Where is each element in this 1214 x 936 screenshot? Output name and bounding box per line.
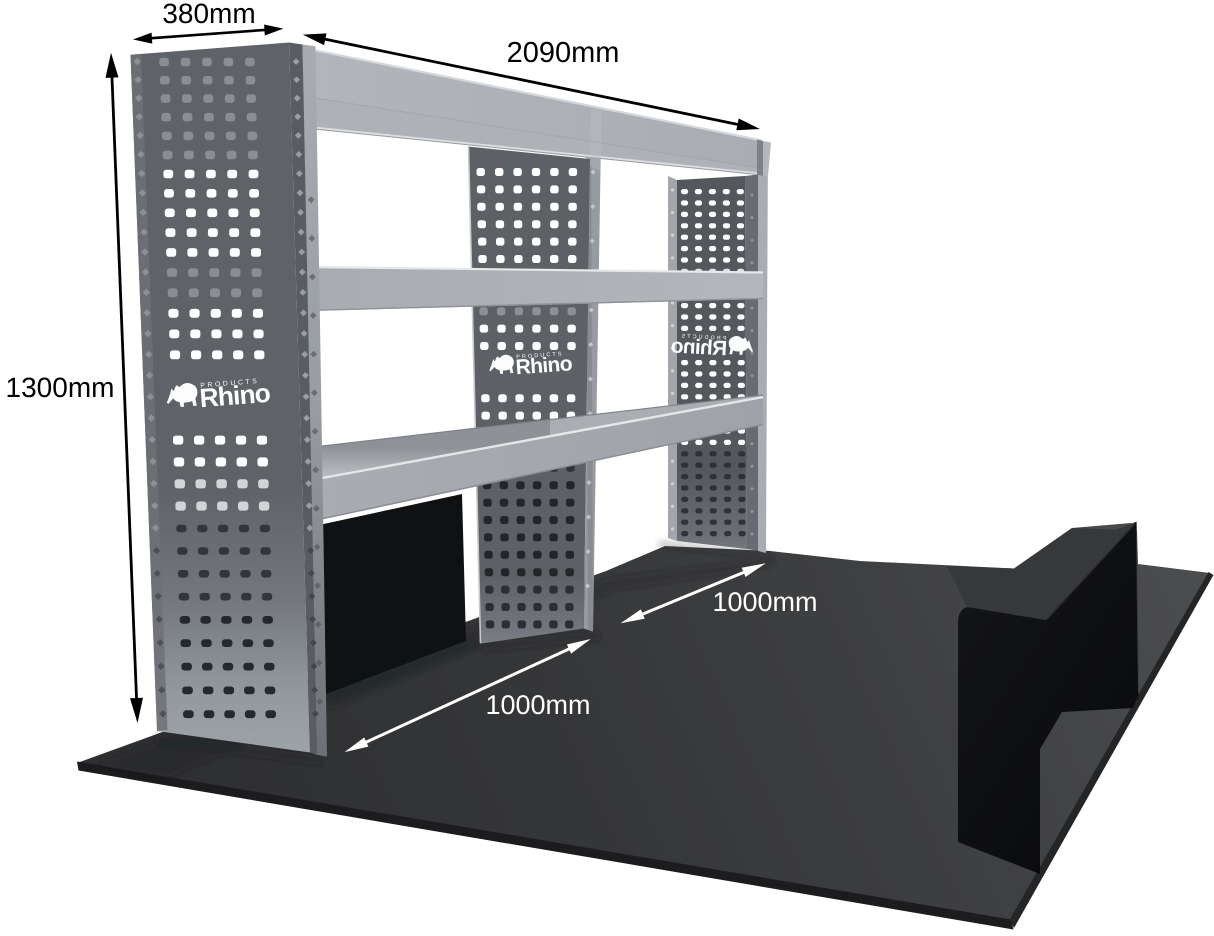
- svg-text:1300mm: 1300mm: [6, 372, 115, 403]
- svg-text:1000mm: 1000mm: [712, 587, 817, 617]
- svg-text:2090mm: 2090mm: [507, 37, 620, 69]
- svg-text:380mm: 380mm: [162, 0, 255, 29]
- svg-text:1000mm: 1000mm: [485, 690, 590, 720]
